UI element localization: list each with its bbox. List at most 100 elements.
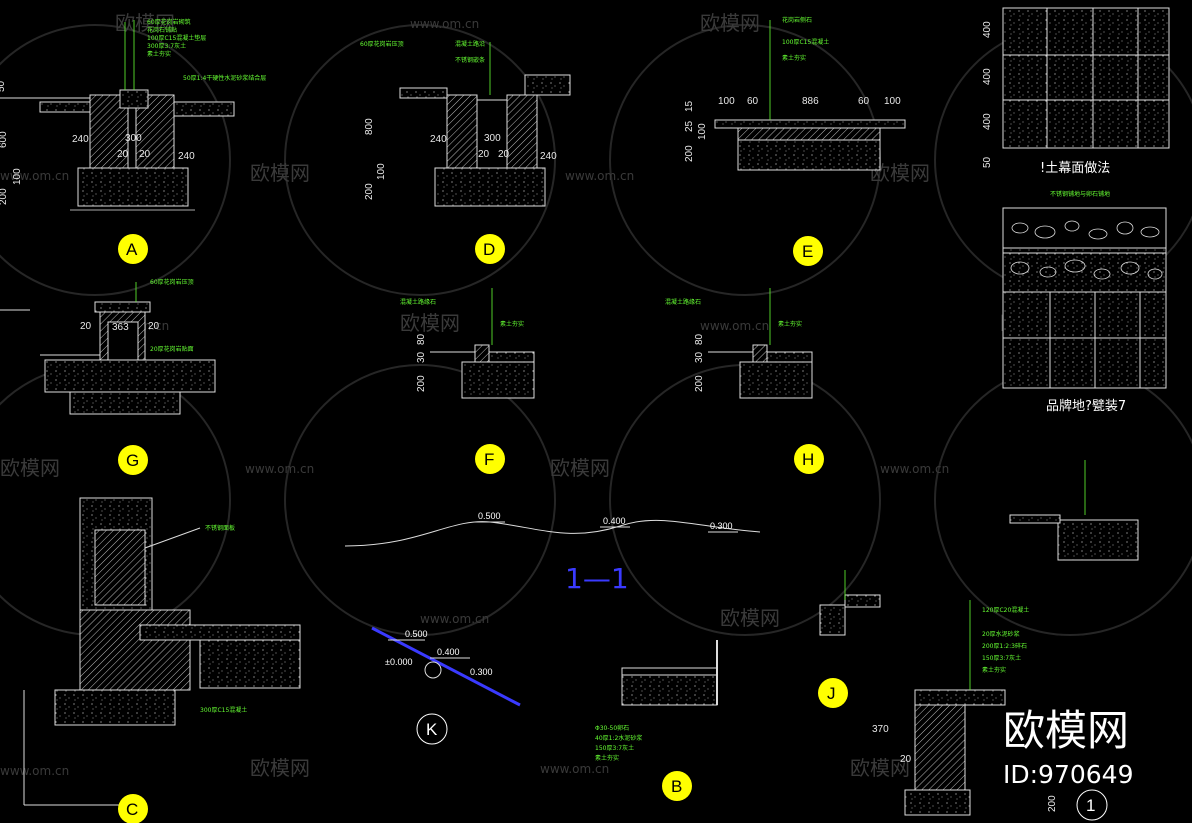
level-mark: 0.400 — [603, 516, 626, 526]
dim: 100 — [697, 123, 708, 140]
detail-tag-k: K — [426, 720, 438, 739]
level-mark: 0.500 — [478, 511, 501, 521]
dim: 200 — [416, 375, 427, 392]
watermark-site: www.om.cn — [420, 612, 489, 626]
level-mark: 0.300 — [470, 667, 493, 677]
dim: 20 — [80, 321, 92, 332]
detail-a: 60厚花岗岩砌筑 花岗石铺贴 100厚C15混凝土垫层 300厚3:7灰土 素土… — [0, 18, 266, 264]
detail-f: 混凝土路缘石 素土夯实 80 30 200 F — [400, 288, 535, 474]
watermark-brand: 欧模网 — [400, 311, 460, 335]
detail-1: 120厚C20混凝土 20厚水泥砂浆 200厚1:2:3碎石 150厚3:7灰土… — [872, 460, 1139, 821]
dim: 200 — [1047, 795, 1058, 812]
detail-h: 混凝土路缘石 素土夯实 80 30 200 H — [665, 288, 824, 474]
plan-title: 品牌地?甓装7 — [1046, 398, 1126, 414]
watermark-site: www.om.cn — [880, 462, 949, 476]
dim: 100 — [884, 96, 901, 107]
tile-plan: 400 400 400 50 !土幕面做法 — [982, 7, 1170, 176]
dim: 15 — [684, 100, 695, 112]
detail-d: 60厚花岗岩压顶 混凝土路沿 不锈钢嵌条 800 100 200 240 300… — [360, 40, 571, 264]
dim: 300 — [484, 133, 501, 144]
note: 素土夯实 — [782, 54, 806, 62]
dim: 25 — [684, 120, 695, 132]
detail-e: 花岗岩侧石 100厚C15混凝土 素土夯实 100 60 886 60 100 … — [684, 16, 906, 266]
dim: 200 — [0, 188, 9, 205]
detail-tag-j: J — [827, 684, 836, 703]
note: 混凝土路缘石 — [400, 298, 436, 306]
dim: 30 — [694, 351, 705, 363]
dim: 240 — [72, 134, 89, 145]
brand-logo: 欧模网 ID:970649 — [1003, 706, 1133, 789]
dim: 400 — [982, 113, 993, 130]
detail-b: Φ30-50卵石 40厚1:2水泥砂浆 150厚3:7灰土 素土夯实 B — [595, 640, 718, 801]
detail-tag-b: B — [671, 777, 682, 796]
watermark-site: www.om.cn — [565, 169, 634, 183]
note: 混凝土路沿 — [455, 40, 485, 48]
watermark-brand: 欧模网 — [0, 456, 60, 480]
dim: 20 — [117, 149, 129, 160]
level-mark: 0.400 — [437, 647, 460, 657]
brand-name: 欧模网 — [1003, 706, 1129, 755]
pebble-plan: 不锈钢铺地与卵石铺地 品牌地?甓装7 — [1002, 190, 1167, 414]
dim: 400 — [982, 21, 993, 38]
dim: 363 — [112, 322, 129, 333]
dim: 20 — [478, 149, 490, 160]
section-title: 1—1 — [565, 562, 629, 595]
note: 60厚花岗岩砌筑 — [147, 18, 191, 26]
dim: 60 — [858, 96, 870, 107]
dim: 240 — [540, 151, 557, 162]
detail-g: 60厚花岗岩压顶 20厚花岗岩贴面 20 363 20 G — [0, 278, 216, 475]
dim: 800 — [364, 118, 375, 135]
dim: 20 — [148, 321, 160, 332]
note: 20厚花岗岩贴面 — [150, 345, 194, 353]
note: 素土夯实 — [778, 320, 802, 328]
note: 不锈钢铺地与卵石铺地 — [1050, 190, 1110, 198]
note: 20厚水泥砂浆 — [982, 630, 1020, 638]
detail-j: J — [818, 570, 881, 708]
watermark-site: www.om.cn — [245, 462, 314, 476]
note: 150厚3:7灰土 — [595, 744, 634, 752]
dim: 100 — [12, 168, 23, 185]
watermark-brand: 欧模网 — [850, 756, 910, 780]
detail-tag-a: A — [126, 240, 138, 259]
note: 300厚C15混凝土 — [200, 706, 247, 714]
detail-tag-1: 1 — [1086, 796, 1095, 815]
dim: 240 — [178, 151, 195, 162]
section-1-1: 0.500 0.400 0.300 1—1 — [344, 511, 761, 595]
detail-tag-d: D — [483, 240, 495, 259]
plan-title: !土幕面做法 — [1040, 161, 1110, 176]
watermark-site: www.om.cn — [700, 319, 769, 333]
brand-id: ID:970649 — [1003, 760, 1133, 789]
note: 150厚3:7灰土 — [982, 654, 1021, 662]
dim: 300 — [125, 133, 142, 144]
note: 素土夯实 — [500, 320, 524, 328]
dim: 886 — [802, 96, 819, 107]
watermark-brand: 欧模网 — [250, 161, 310, 185]
note: Φ30-50卵石 — [595, 724, 629, 732]
dim: 20 — [900, 754, 912, 765]
dim: 60 — [747, 96, 759, 107]
dim: 20 — [139, 149, 151, 160]
note: 素土夯实 — [595, 754, 619, 762]
detail-tag-g: G — [126, 451, 139, 470]
detail-k: 0.500 ±0.000 0.400 0.300 K — [371, 626, 521, 745]
level-mark: 0.300 — [710, 521, 733, 531]
dim: 200 — [684, 145, 695, 162]
watermark-brand: 欧模网 — [550, 456, 610, 480]
note: 花岗石铺贴 — [147, 26, 177, 34]
dim: 200 — [694, 375, 705, 392]
dim: 200 — [364, 183, 375, 200]
note: 素土夯实 — [147, 50, 171, 58]
dim: 80 — [694, 333, 705, 345]
dim: 80 — [416, 333, 427, 345]
dim: 400 — [982, 68, 993, 85]
watermark-brand: 欧模网 — [700, 11, 760, 35]
note: 60厚花岗岩压顶 — [360, 40, 404, 48]
note: 100厚C15混凝土垫层 — [147, 34, 206, 42]
detail-c: 不锈钢面板 300厚C15混凝土 C — [23, 497, 301, 823]
note: 不锈钢面板 — [205, 524, 235, 532]
watermark-site: www.om.cn — [410, 17, 479, 31]
note: 50厚1:4干硬性水泥砂浆结合层 — [183, 74, 266, 82]
level-mark: 0.500 — [405, 629, 428, 639]
